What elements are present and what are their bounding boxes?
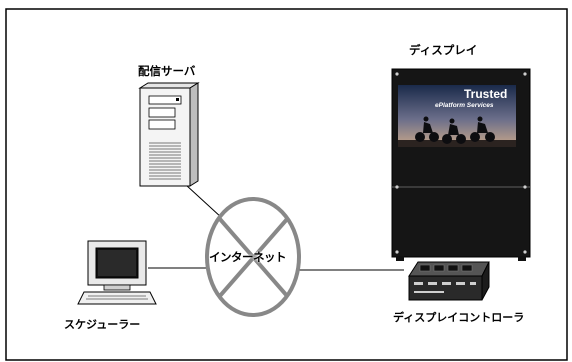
screen-tagline-text: ePlatform Services (435, 102, 494, 109)
scheduler-computer-icon (77, 240, 157, 305)
display-controller-icon (408, 261, 490, 301)
display-screen (398, 85, 516, 147)
scheduler-label: スケジューラー (64, 318, 141, 331)
internet-label: インターネット (209, 250, 287, 264)
server-label: 配信サーバ (138, 64, 196, 78)
internet-node (205, 197, 301, 317)
connector-server-internet (185, 184, 223, 219)
controller-label: ディスプレイコントローラ (393, 311, 525, 324)
server-icon (138, 82, 200, 187)
display-label: ディスプレイ (409, 43, 478, 57)
screen-brand-text: Trusted (464, 87, 508, 101)
